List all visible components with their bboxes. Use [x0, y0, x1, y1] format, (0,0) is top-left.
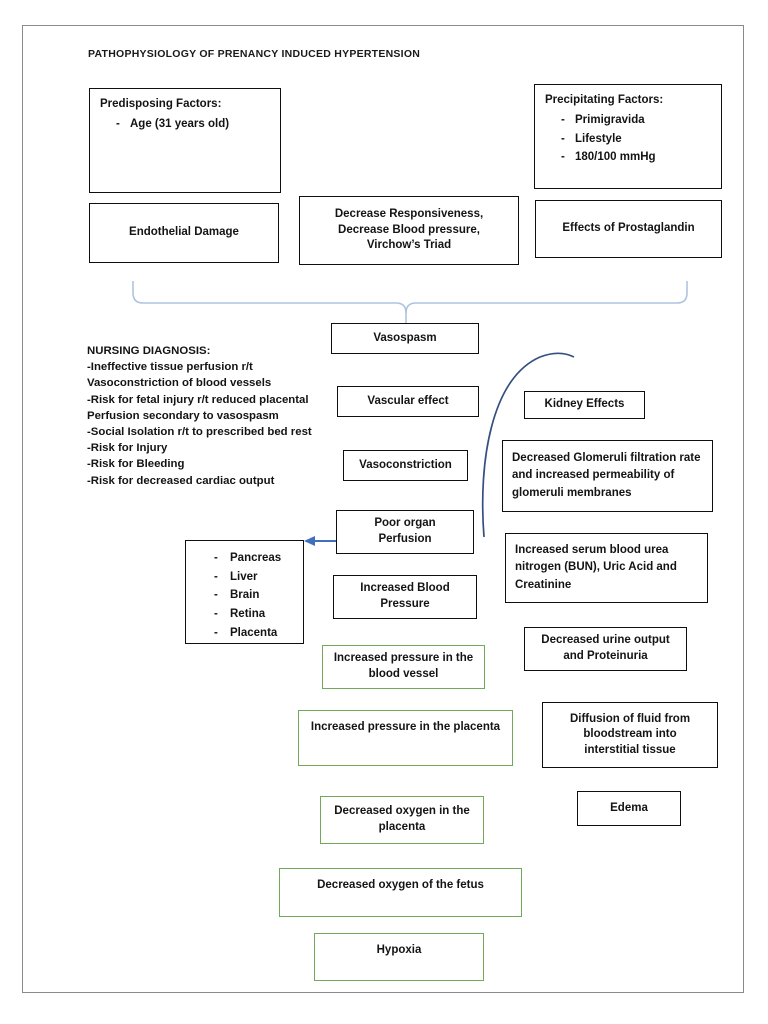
list-item-label: Placenta [230, 626, 278, 639]
bullet-dash: - [561, 151, 565, 164]
list-item-label: Lifestyle [575, 132, 622, 145]
bullet-dash: - [561, 132, 565, 145]
nursing-diagnosis-line: Perfusion secondary to vasospasm [87, 409, 279, 422]
hypoxia-box: Hypoxia [314, 933, 484, 981]
list-item: - 180/100 mmHg [545, 149, 711, 166]
nursing-diagnosis-line: -Ineffective tissue perfusion r/t [87, 361, 253, 374]
increased-pressure-placenta-box: Increased pressure in the placenta [298, 710, 513, 766]
vasoconstriction-box: Vasoconstriction [343, 450, 468, 481]
bullet-dash: - [116, 118, 120, 130]
bullet-dash: - [214, 626, 218, 639]
increased-pressure-blood-vessel-box: Increased pressure in the blood vessel [322, 645, 485, 689]
effects-of-prostaglandin-box: Effects of Prostaglandin [535, 200, 722, 258]
list-item: - Retina [192, 605, 297, 624]
list-item: - Placenta [192, 624, 297, 643]
precipitating-factors-box: Precipitating Factors: - Primigravida - … [534, 84, 722, 189]
bullet-dash: - [214, 589, 218, 602]
page-title: PATHOPHYSIOLOGY OF PRENANCY INDUCED HYPE… [88, 48, 421, 60]
nursing-diagnosis-line: -Risk for Bleeding [87, 458, 185, 471]
kidney-effects-box: Kidney Effects [524, 391, 645, 419]
list-item-label: Retina [230, 607, 266, 620]
predisposing-factors-list: - Age (31 years old) [100, 116, 270, 133]
nursing-diagnosis-line: Vasoconstriction of blood vessels [87, 377, 272, 390]
decreased-glomeruli-filtration-box: Decreased Glomeruli filtration rate and … [502, 440, 713, 512]
list-item: - Liver [192, 568, 297, 587]
precipitating-factors-title: Precipitating Factors: [545, 94, 664, 106]
diffusion-of-fluid-box: Diffusion of fluid from bloodstream into… [542, 702, 718, 768]
list-item-label: Primigravida [575, 114, 645, 126]
edema-box: Edema [577, 791, 681, 826]
list-item: - Brain [192, 586, 297, 605]
endothelial-damage-box: Endothelial Damage [89, 203, 279, 263]
bullet-dash: - [214, 570, 218, 583]
predisposing-factors-title: Predisposing Factors: [100, 98, 222, 110]
increased-blood-pressure-box: Increased Blood Pressure [333, 575, 477, 619]
decreased-urine-output-box: Decreased urine output and Proteinuria [524, 627, 687, 671]
bullet-dash: - [214, 607, 218, 620]
list-item-label: Age (31 years old) [130, 118, 230, 130]
nursing-diagnosis-line: -Risk for decreased cardiac output [87, 474, 275, 487]
list-item: - Age (31 years old) [100, 116, 270, 133]
precipitating-factors-list: - Primigravida - Lifestyle - 180/100 mmH… [545, 112, 711, 166]
vasospasm-box: Vasospasm [331, 323, 479, 354]
vascular-effect-box: Vascular effect [337, 386, 479, 417]
bullet-dash: - [214, 552, 218, 564]
nursing-diagnosis-line: -Risk for fetal injury r/t reduced place… [87, 393, 309, 406]
list-item: - Primigravida [545, 112, 711, 129]
increased-bun-box: Increased serum blood urea nitrogen (BUN… [505, 533, 708, 603]
decreased-oxygen-placenta-box: Decreased oxygen in the placenta [320, 796, 484, 844]
target-organs-list: - Pancreas - Liver - Brain - Retina - Pl… [192, 549, 297, 642]
nursing-diagnosis-block: NURSING DIAGNOSIS: -Ineffective tissue p… [87, 343, 337, 489]
predisposing-factors-box: Predisposing Factors: - Age (31 years ol… [89, 88, 281, 193]
nursing-diagnosis-line: -Social Isolation r/t to prescribed bed … [87, 425, 312, 438]
list-item-label: 180/100 mmHg [575, 151, 656, 164]
nursing-diagnosis-heading: NURSING DIAGNOSIS: [87, 345, 211, 357]
list-item-label: Pancreas [230, 552, 282, 564]
decrease-responsiveness-box: Decrease Responsiveness, Decrease Blood … [299, 196, 519, 265]
list-item: - Pancreas [192, 549, 297, 568]
list-item-label: Liver [230, 570, 258, 583]
target-organs-box: - Pancreas - Liver - Brain - Retina - Pl… [185, 540, 304, 644]
list-item-label: Brain [230, 589, 260, 602]
bullet-dash: - [561, 114, 565, 126]
nursing-diagnosis-line: -Risk for Injury [87, 442, 168, 455]
poor-organ-perfusion-box: Poor organ Perfusion [336, 510, 474, 554]
list-item: - Lifestyle [545, 131, 711, 148]
decreased-oxygen-fetus-box: Decreased oxygen of the fetus [279, 868, 522, 917]
